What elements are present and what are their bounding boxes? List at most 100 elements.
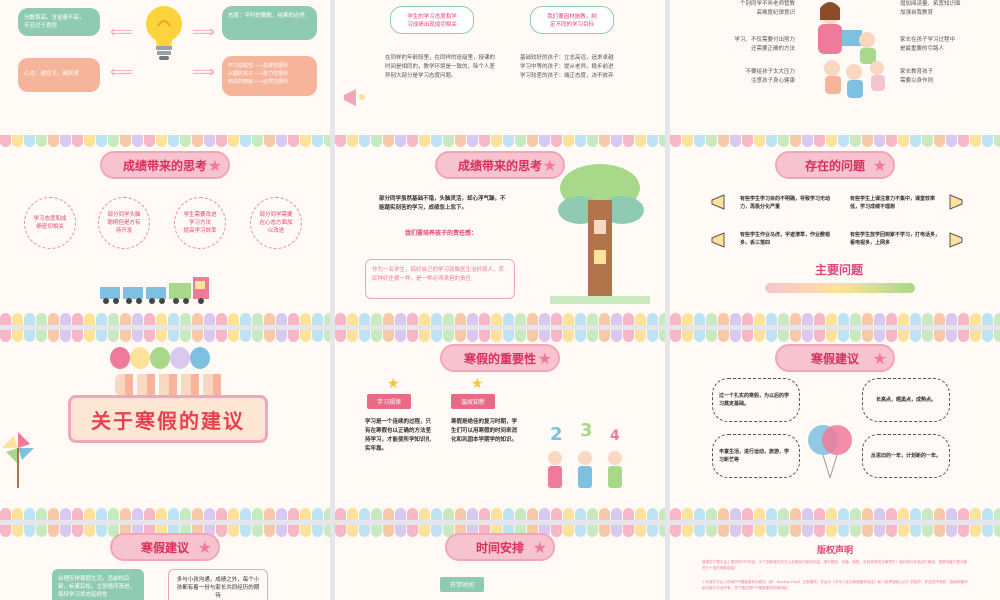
bunting-flag (814, 330, 825, 342)
bunting-flag (611, 135, 622, 147)
slide-title-text: 存在的问题 (805, 158, 866, 173)
star-icon: ★ (197, 538, 212, 557)
bunting-flag (706, 525, 717, 537)
problem-item: 有些学生学习目的不明确，导致学习无动力，再极分化严重 (740, 196, 831, 210)
bunting-flag (551, 525, 562, 537)
bunting-flag (216, 313, 227, 325)
bunting-flag (551, 330, 562, 342)
bunting-flag (240, 135, 251, 147)
slide3-line: 不要给孩子太大压力 (745, 69, 795, 75)
bunting-flag (228, 135, 239, 147)
bunting-flag (12, 330, 23, 342)
bunting-flag (694, 525, 705, 537)
slide3-line: 学习、不仅需要付出努力 (734, 37, 795, 43)
children-row-illustration (115, 374, 225, 396)
bunting-flag (288, 330, 299, 342)
slide3-line: 是最重要的引路人 (900, 46, 945, 52)
slide-4[interactable]: 成绩带来的思考★ 学习态度和成 绩密切相关 部分同学头脑 聪明但是方有 待开发 … (0, 135, 330, 325)
bunting-flag (551, 508, 562, 520)
megaphone-icon (710, 193, 732, 211)
bunting-decoration (335, 135, 665, 149)
bunting-decoration (0, 330, 330, 344)
bunting-flag (24, 313, 35, 325)
bunting-flag (288, 508, 299, 520)
bunting-flag (312, 313, 323, 325)
bunting-flag (587, 313, 598, 325)
slide-title-text: 寒假的重要性 (464, 351, 537, 366)
star-icon: ★ (872, 156, 887, 175)
slide-title: 成绩带来的思考★ (100, 151, 230, 179)
bunting-flag (419, 330, 430, 342)
bunting-flag (623, 313, 634, 325)
bunting-flag (192, 135, 203, 147)
slide-10[interactable]: 寒假建议★ 合理安排寒假生活，忌前松后紧，标紧后松。主张循序渐进，保持学习状态延… (0, 525, 330, 600)
bunting-flag (922, 330, 933, 342)
bunting-flag (407, 135, 418, 147)
slide-8[interactable]: 寒假的重要性★ ★ ★ 学习规律 温故知新 学习是一个连续的过程，只有在寒假也以… (335, 330, 665, 520)
bunting-flag (515, 508, 526, 520)
bunting-flag (24, 135, 35, 147)
bunting-flag (347, 330, 358, 342)
bunting-flag (850, 313, 861, 325)
bunting-flag (371, 313, 382, 325)
bunting-flag (706, 135, 717, 147)
bunting-flag (862, 135, 873, 147)
bunting-flag (682, 508, 693, 520)
bunting-flag (431, 508, 442, 520)
slide-6[interactable]: 存在的问题★ 有些学生学习目的不明确，导致学习无动力，再极分化严重 有些学生上课… (670, 135, 1000, 325)
slide-7[interactable]: 关于寒假的建议 (0, 330, 330, 520)
bunting-flag (958, 508, 969, 520)
bunting-flag (467, 508, 478, 520)
slide-12[interactable]: 版权声明 感谢您下载平台上提供的PPT作品，为了您和我们双方以及原创作者的利益，… (670, 525, 1000, 600)
bunting-flag (443, 135, 454, 147)
bunting-flag (754, 313, 765, 325)
star-icon: ★ (872, 349, 887, 368)
bunting-flag (264, 525, 275, 537)
slide-5[interactable]: 成绩带来的思考★ 部分同学虽然基础不错，头脑灵活，却心浮气躁，不能踏实刻苦的学习… (335, 135, 665, 325)
slide3-line: 个别同学不听老师管教 (739, 1, 795, 7)
slide5-quote: 作为一名学生，搞好自己的学习就像医生治好病人，农民种好庄稼一样，是一种必须承担的… (365, 259, 515, 299)
bunting-flag (276, 313, 287, 325)
bunting-flag (814, 135, 825, 147)
bunting-flag (778, 525, 789, 537)
bunting-flag (575, 508, 586, 520)
bunting-flag (36, 313, 47, 325)
slide2-para-left: 在同样的年龄段里，在同样的班级里，授课的时间是相同的，教学环境是一致的，除个人差… (385, 55, 496, 79)
bunting-flag (922, 313, 933, 325)
bunting-flag (60, 525, 71, 537)
bunting-flag (264, 313, 275, 325)
bunting-flag (395, 313, 406, 325)
bunting-flag (455, 313, 466, 325)
bunting-flag (431, 525, 442, 537)
bunting-flag (874, 330, 885, 342)
bunting-flag (922, 508, 933, 520)
bunting-flag (587, 508, 598, 520)
bunting-flag (910, 525, 921, 537)
bunting-flag (563, 313, 574, 325)
slide7-title: 关于寒假的建议 (91, 408, 245, 433)
bunting-flag (635, 525, 646, 537)
bunting-flag (407, 508, 418, 520)
bunting-flag (874, 135, 885, 147)
star-icon: ★ (537, 349, 552, 368)
bunting-flag (742, 135, 753, 147)
bunting-flag (144, 525, 155, 537)
bunting-flag (611, 330, 622, 342)
bunting-flag (503, 330, 514, 342)
slide3-line: 注意孩子身心健康 (750, 78, 795, 84)
bunting-flag (910, 135, 921, 147)
suggestion-box: 过一个扎实的寒假，为以后的学习奠定基础。 (712, 378, 800, 422)
bunting-flag (144, 135, 155, 147)
bunting-flag (312, 525, 323, 537)
bunting-flag (778, 330, 789, 342)
slide-11[interactable]: 时间安排★ 开学时间 (335, 525, 665, 600)
bunting-decoration (670, 525, 1000, 539)
bunting-flag (838, 135, 849, 147)
bunting-flag (647, 330, 658, 342)
slide1-box-tr: 态度：平时的懒散，结果的必然 (222, 6, 317, 40)
bunting-flag (108, 313, 119, 325)
bunting-flag (300, 135, 311, 147)
bunting-flag (994, 508, 1000, 520)
tree-house-illustration (550, 160, 650, 305)
slide-9[interactable]: 寒假建议★ 过一个扎实的寒假，为以后的学习奠定基础。 长高点，晒黑点，成熟点。 … (670, 330, 1000, 520)
